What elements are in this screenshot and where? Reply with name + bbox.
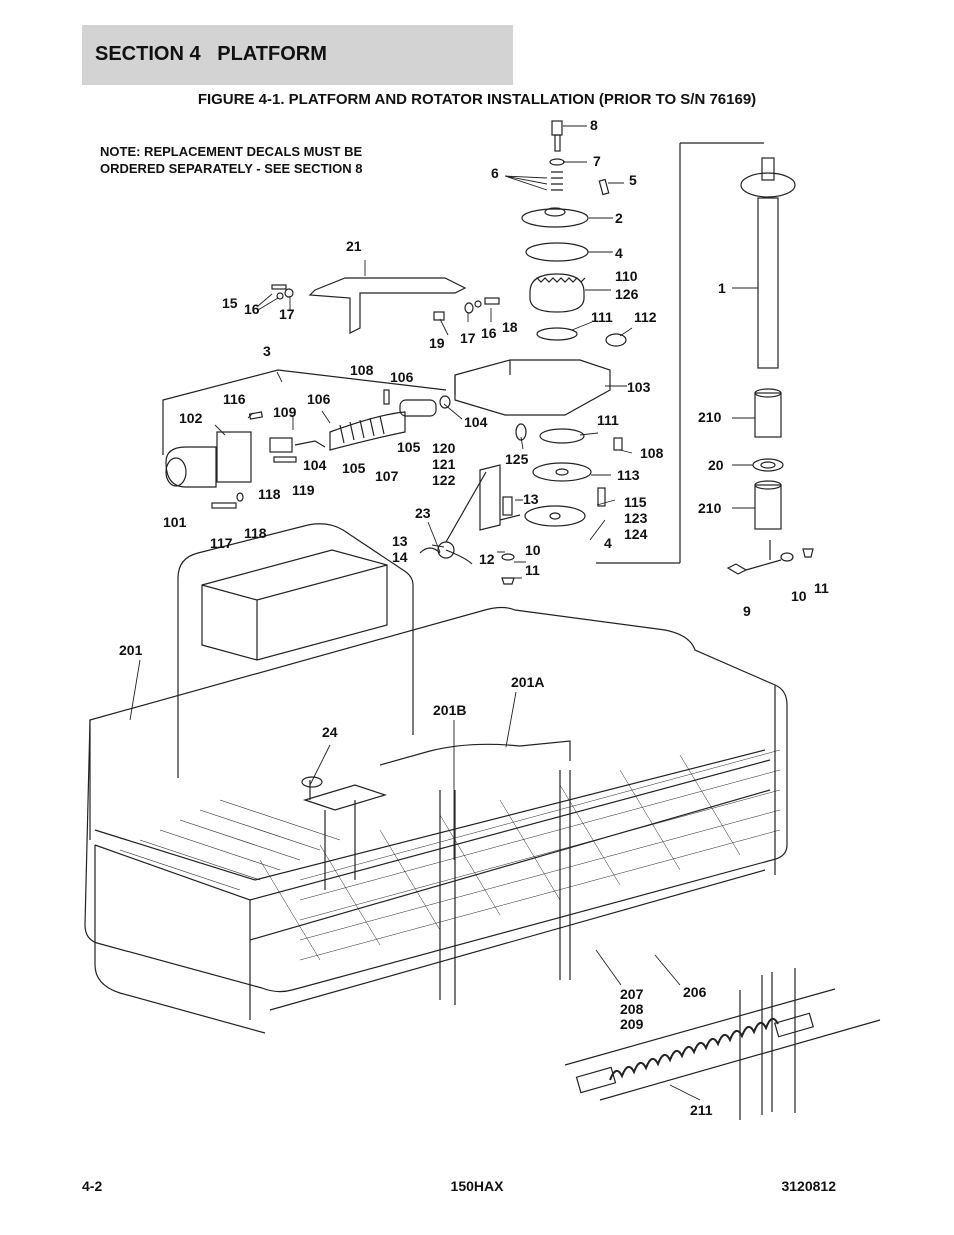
callout-108b: 108 — [640, 445, 664, 461]
callout-5: 5 — [629, 172, 637, 188]
callout-119: 119 — [292, 482, 315, 498]
callout-106b: 106 — [307, 391, 331, 407]
callout-117: 117 — [210, 535, 233, 551]
callout-107: 107 — [375, 468, 399, 484]
callout-15: 15 — [222, 295, 238, 311]
callout-7: 7 — [593, 153, 601, 169]
callout-115: 115 — [624, 494, 647, 510]
footer-doc-number: 3120812 — [781, 1178, 836, 1194]
callout-20: 20 — [708, 457, 724, 473]
leader-lines — [129, 125, 758, 1101]
callout-125: 125 — [505, 451, 529, 467]
callout-11: 11 — [525, 562, 540, 578]
callout-123: 123 — [624, 510, 648, 526]
callout-113: 113 — [617, 467, 640, 483]
footer-page-number: 4-2 — [82, 1178, 103, 1194]
callout-6: 6 — [491, 165, 499, 181]
callout-207: 207 — [620, 986, 644, 1002]
callout-17: 17 — [279, 306, 295, 322]
callout-106: 106 — [390, 369, 414, 385]
pin-assembly — [596, 142, 814, 575]
callout-13: 13 — [523, 491, 539, 507]
callout-209: 209 — [620, 1016, 644, 1032]
callout-104: 104 — [464, 414, 488, 430]
callout-211: 211 — [690, 1102, 713, 1118]
section-title: SECTION 4 PLATFORM — [95, 43, 327, 65]
callout-21: 21 — [346, 238, 362, 254]
callout-14: 14 — [392, 549, 408, 565]
callout-3: 3 — [263, 343, 271, 359]
callout-122: 122 — [432, 472, 456, 488]
callout-111: 111 — [591, 309, 613, 325]
callout-4b: 4 — [604, 535, 612, 551]
rotator-stack — [454, 120, 627, 585]
spring-inset — [564, 968, 881, 1120]
callout-23: 23 — [415, 505, 431, 521]
callout-201A: 201A — [511, 674, 545, 690]
valve-parts — [162, 277, 527, 565]
callout-210: 210 — [698, 409, 722, 425]
callout-10b: 10 — [791, 588, 807, 604]
callout-118: 118 — [258, 486, 281, 502]
note-line-2: ORDERED SEPARATELY - SEE SECTION 8 — [100, 161, 363, 176]
callout-101: 101 — [163, 514, 187, 530]
callout-108: 108 — [350, 362, 374, 378]
callout-103: 103 — [627, 379, 651, 395]
callout-13b: 13 — [392, 533, 408, 549]
callout-120: 120 — [432, 440, 456, 456]
callout-121: 121 — [432, 456, 456, 472]
callout-206: 206 — [683, 984, 707, 1000]
callout-210b: 210 — [698, 500, 722, 516]
callout-124: 124 — [624, 526, 648, 542]
callout-102: 102 — [179, 410, 203, 426]
callout-201B: 201B — [433, 702, 467, 718]
callout-118b: 118 — [244, 525, 267, 541]
callout-111b: 111 — [597, 412, 619, 428]
callout-4: 4 — [615, 245, 623, 261]
callout-2: 2 — [615, 210, 623, 226]
callout-110: 110 — [615, 268, 638, 284]
callout-19: 19 — [429, 335, 445, 351]
note-line-1: NOTE: REPLACEMENT DECALS MUST BE — [100, 144, 363, 159]
section-header: SECTION 4 PLATFORM — [82, 25, 513, 85]
platform-cage — [84, 523, 788, 1034]
callout-1: 1 — [718, 280, 726, 296]
callout-116: 116 — [223, 391, 246, 407]
callout-112: 112 — [634, 309, 657, 325]
callout-10: 10 — [525, 542, 541, 558]
callout-12: 12 — [479, 551, 495, 567]
callout-105b: 105 — [397, 439, 421, 455]
callout-104b: 104 — [303, 457, 327, 473]
callout-24: 24 — [322, 724, 338, 740]
callout-11b: 11 — [814, 580, 829, 596]
callout-201: 201 — [119, 642, 143, 658]
callout-16: 16 — [244, 301, 260, 317]
callout-17b: 17 — [460, 330, 476, 346]
callout-16b: 16 — [481, 325, 497, 341]
callout-126: 126 — [615, 286, 639, 302]
callout-105: 105 — [342, 460, 366, 476]
callout-8: 8 — [590, 117, 598, 133]
decal-note: NOTE: REPLACEMENT DECALS MUST BE ORDERED… — [100, 143, 362, 177]
footer-model: 150HAX — [450, 1178, 504, 1194]
callout-18: 18 — [502, 319, 518, 335]
figure-title: FIGURE 4-1. PLATFORM AND ROTATOR INSTALL… — [197, 91, 757, 108]
callout-109: 109 — [273, 404, 297, 420]
callout-208: 208 — [620, 1001, 644, 1017]
callout-9: 9 — [743, 603, 751, 619]
